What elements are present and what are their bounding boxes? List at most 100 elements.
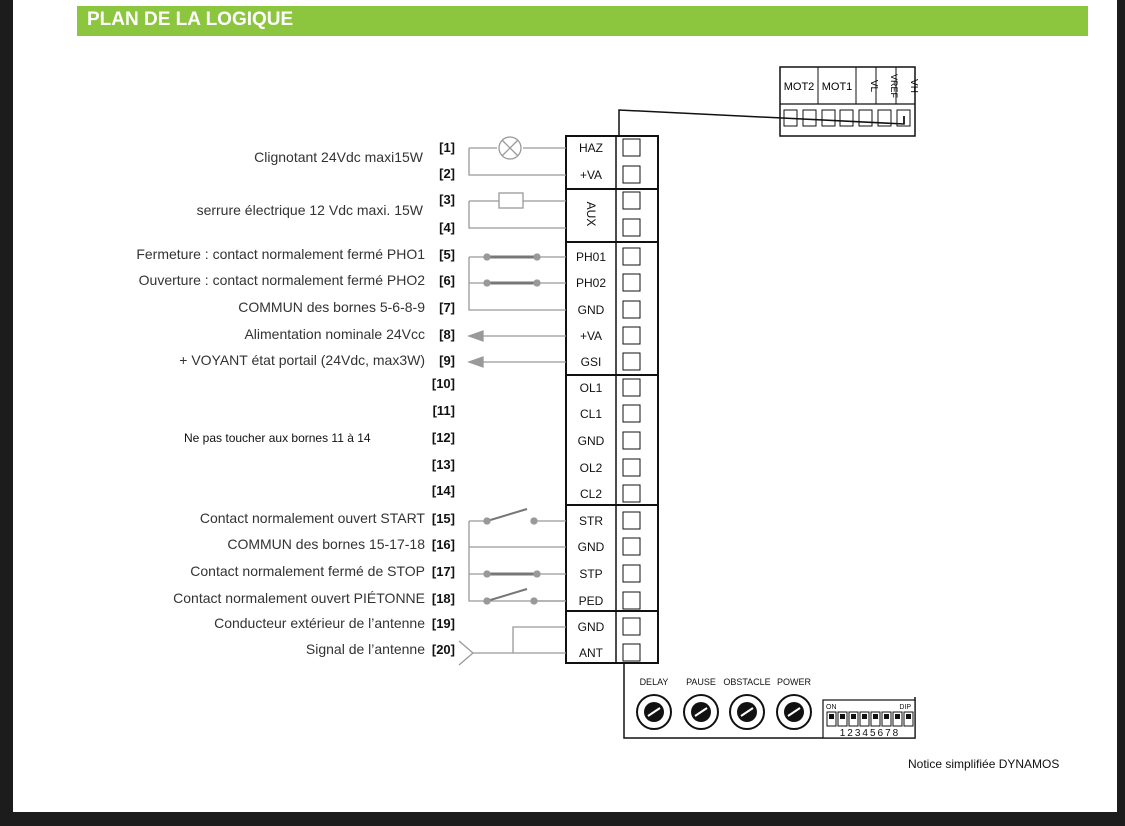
row-number: [16] <box>432 537 455 552</box>
wiring-diagram: MOT2 MOT1 VL VREF VH HAZ +VA AUX PH01PH02GN… <box>136 66 919 739</box>
terminal-label: STP <box>579 567 602 581</box>
terminal-label: PH02 <box>576 276 606 290</box>
potentiometer-knob-icon[interactable] <box>776 694 812 730</box>
potentiometer-knob-icon[interactable] <box>683 694 719 730</box>
connector-slot <box>858 109 873 127</box>
terminal-label: HAZ <box>579 141 603 155</box>
row-label: Signal de l’antenne <box>306 641 425 657</box>
terminal-labels: HAZ+VAAUXPH01PH02GND+VAGSIOL1CL1GNDOL2CL… <box>576 141 606 660</box>
terminal-label: ANT <box>579 646 604 660</box>
terminal-label: OL1 <box>580 381 603 395</box>
terminal-screw <box>622 617 641 636</box>
row-number: [9] <box>439 353 455 368</box>
terminal-label: GND <box>578 303 605 317</box>
mot1-label: MOT1 <box>822 81 853 93</box>
row-label: Contact normalement fermé de STOP <box>190 563 425 579</box>
terminal-block: HAZ+VAAUXPH01PH02GND+VAGSIOL1CL1GNDOL2CL… <box>565 135 659 664</box>
terminal-screw <box>622 537 641 556</box>
terminal-screw <box>622 165 641 184</box>
connector-slot <box>877 109 892 127</box>
connector-slot <box>821 109 836 127</box>
row-number: [15] <box>432 511 455 526</box>
connector-slot <box>802 109 817 127</box>
row-label: Conducteur extérieur de l’antenne <box>214 615 425 631</box>
terminal-label: AUX <box>584 202 598 227</box>
title-bar: PLAN DE LA LOGIQUE <box>77 6 1088 36</box>
row-number: [7] <box>439 300 455 315</box>
dip-dip-label: DIP <box>899 704 911 711</box>
terminal-label: CL1 <box>580 407 602 421</box>
terminal-screw <box>622 404 641 423</box>
row-label: COMMUN des bornes 5-6-8-9 <box>238 299 425 315</box>
terminal-screw <box>622 378 641 397</box>
row-number: [10] <box>432 376 455 391</box>
terminal-block-frame <box>565 135 659 664</box>
terminal-screw <box>622 138 641 157</box>
potentiometer-knob-icon[interactable] <box>636 694 672 730</box>
row-numbers: [1][2][3][4][5][6][7][8][9][10][11][12][… <box>432 140 455 657</box>
terminal-label: STR <box>579 514 603 528</box>
terminal-screw <box>622 191 641 210</box>
wire-lamp-return <box>468 148 566 176</box>
terminal-screw <box>622 643 641 662</box>
terminal-screw <box>622 326 641 345</box>
row-number: [3] <box>439 192 455 207</box>
row-number: [1] <box>439 140 455 155</box>
dip-numbers: 12345678 <box>840 728 901 739</box>
delay-label: DELAY <box>640 677 669 687</box>
terminal-label: GND <box>578 540 605 554</box>
terminal-screw <box>622 352 641 371</box>
terminal-screw <box>622 247 641 266</box>
terminal-label: +VA <box>580 168 602 182</box>
wiring <box>458 136 566 666</box>
row-number: [6] <box>439 273 455 288</box>
dip-on-label: ON <box>826 704 837 711</box>
row-number: [5] <box>439 247 455 262</box>
row-number: [20] <box>432 642 455 657</box>
row-number: [2] <box>439 166 455 181</box>
terminal-screw <box>622 273 641 292</box>
obstacle-label: OBSTACLE <box>723 677 770 687</box>
row-label: serrure électrique 12 Vdc maxi. 15W <box>197 202 424 218</box>
vref-label: VREF <box>889 74 899 99</box>
terminal-label: CL2 <box>580 487 602 501</box>
row-number: [18] <box>432 591 455 606</box>
pause-label: PAUSE <box>686 677 716 687</box>
terminal-label: GND <box>578 434 605 448</box>
row-number: [4] <box>439 220 455 235</box>
row-label: Clignotant 24Vdc maxi15W <box>254 149 424 165</box>
terminal-label: OL2 <box>580 461 603 475</box>
control-board: DELAY PAUSE OBSTACLE POWER ON DIP 123456… <box>623 663 916 739</box>
row-number: [13] <box>432 457 455 472</box>
page-title: PLAN DE LA LOGIQUE <box>87 9 294 30</box>
row-labels: Clignotant 24Vdc maxi15W serrure électriq… <box>136 149 425 657</box>
terminal-screw <box>622 484 641 503</box>
potentiometer-knob-icon[interactable] <box>729 694 765 730</box>
document-page: PLAN DE LA LOGIQUE MOT2 MOT1 VL VREF VH <box>13 0 1117 812</box>
lamp-icon <box>498 136 522 160</box>
row-label: Ouverture : contact normalement fermé PH… <box>139 272 426 288</box>
connector-slot <box>839 109 854 127</box>
row-number: [8] <box>439 327 455 342</box>
top-connector: MOT2 MOT1 VL VREF VH <box>779 66 919 137</box>
row-label: Fermeture : contact normalement fermé PH… <box>136 246 425 262</box>
row-label: COMMUN des bornes 15-17-18 <box>227 536 425 552</box>
row-label: + VOYANT état portail (24Vdc, max3W) <box>179 352 425 368</box>
terminal-screw <box>622 431 641 450</box>
terminal-label: GND <box>578 620 605 634</box>
terminal-screw <box>622 564 641 583</box>
terminal-screw <box>622 458 641 477</box>
terminal-label: +VA <box>580 329 602 343</box>
vh-label: VH <box>908 79 919 93</box>
row-label: Contact normalement ouvert PIÉTONNE <box>173 590 425 606</box>
row-number: [17] <box>432 564 455 579</box>
terminal-label: PED <box>579 594 604 608</box>
terminal-label: PH01 <box>576 250 606 264</box>
terminal-screw <box>622 511 641 530</box>
row-number: [19] <box>432 616 455 631</box>
row-label: Alimentation nominale 24Vcc <box>244 326 425 342</box>
row-number: [12] <box>432 430 455 445</box>
dip-switches <box>826 711 914 727</box>
terminal-screws <box>622 138 641 662</box>
terminal-screw <box>622 218 641 237</box>
